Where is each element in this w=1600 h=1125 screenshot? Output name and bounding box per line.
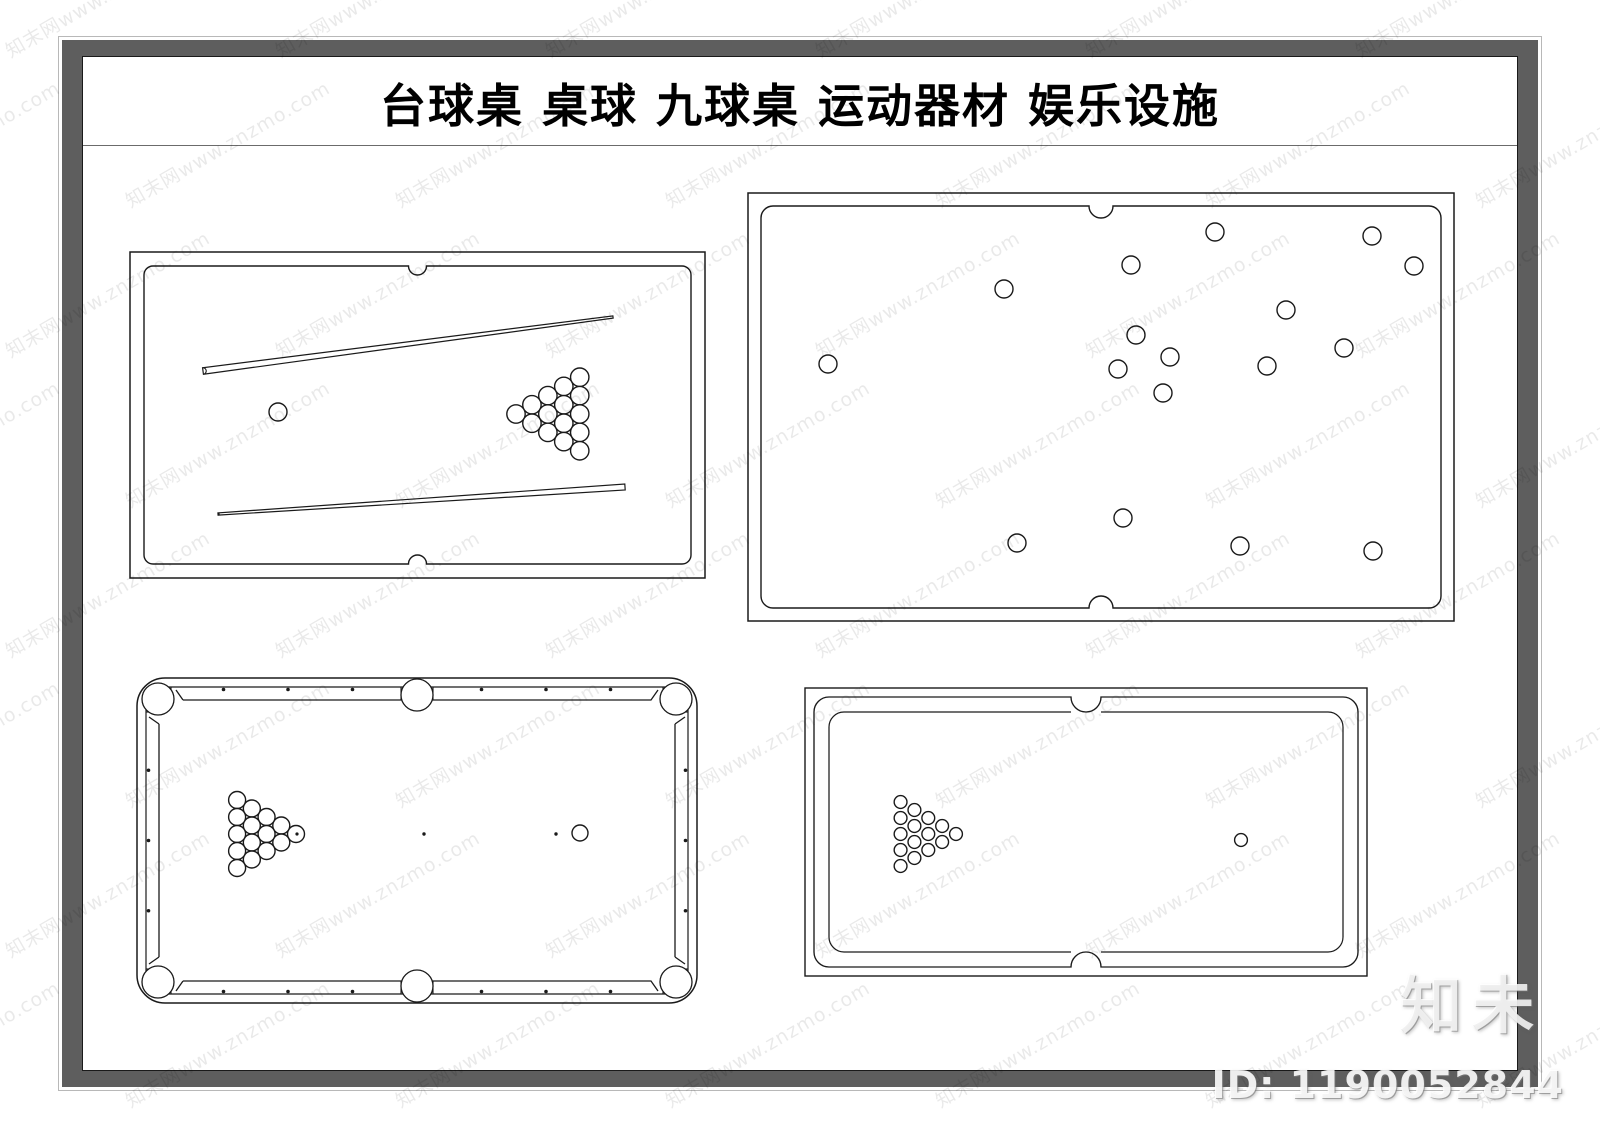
- watermark-tile: 知末网www.znzmo.com: [0, 677, 65, 813]
- title-divider: [83, 145, 1517, 146]
- watermark-tile: 知末网www.znzmo.com: [0, 77, 65, 213]
- watermark-brand: 知未: [1399, 969, 1544, 1042]
- sheet-title: 台球桌 桌球 九球桌 运动器材 娱乐设施: [379, 79, 1221, 133]
- watermark-id: ID: 1190052844: [1211, 1063, 1564, 1107]
- watermark-tile: 知末网www.znzmo.com: [0, 977, 65, 1113]
- sheet-inner-panel: [82, 56, 1518, 1071]
- watermark-tile: 知末网www.znzmo.com: [0, 377, 65, 513]
